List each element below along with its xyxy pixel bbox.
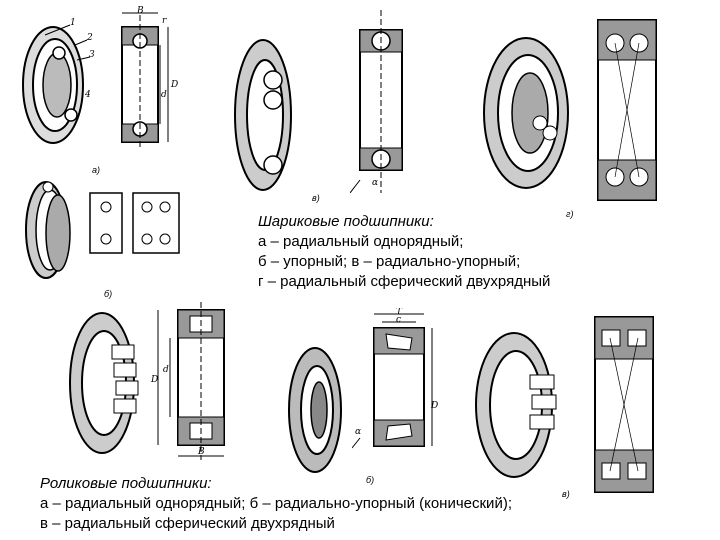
roller-spherical-section-figure xyxy=(590,312,660,497)
roller-radial-perspective-figure xyxy=(62,305,152,460)
ball-bearings-line-3: г – радиальный сферический двухрядный xyxy=(258,273,551,290)
label-r: r xyxy=(162,16,167,26)
label-alpha: α xyxy=(372,178,378,188)
roller-label-D2: D xyxy=(430,401,438,411)
ball-radial-perspective-figure: 1 2 3 4 xyxy=(15,15,95,150)
ball-spherical-perspective-figure xyxy=(478,28,583,193)
roller-label-T: T xyxy=(396,308,403,317)
roller-label-alpha: α xyxy=(355,427,361,437)
label-2: 2 xyxy=(86,33,93,43)
roller-radial-section-figure: D d B xyxy=(150,300,240,465)
fig-label-v2: в) xyxy=(562,489,570,499)
ball-angular-section-figure: α xyxy=(350,5,415,195)
ball-thrust-perspective-figure xyxy=(18,175,78,285)
fig-label-b2: б) xyxy=(366,475,375,485)
roller-label-D: D xyxy=(150,375,158,385)
roller-tapered-section-figure: T c D α xyxy=(352,308,442,458)
fig-label-g: г) xyxy=(566,209,574,219)
label-B: B xyxy=(136,6,144,16)
roller-label-B: B xyxy=(197,447,205,457)
fig-label-a: а) xyxy=(92,165,101,175)
ball-angular-perspective-figure xyxy=(228,30,298,200)
label-1: 1 xyxy=(70,18,76,28)
label-d: d xyxy=(161,90,167,100)
ball-spherical-section-figure xyxy=(593,15,663,205)
label-3: 3 xyxy=(89,50,95,60)
roller-bearings-title: Роликовые подшипники: xyxy=(40,475,212,492)
ball-thrust-section-figure xyxy=(85,185,185,265)
fig-label-v: в) xyxy=(312,193,320,203)
ball-bearings-title: Шариковые подшипники: xyxy=(258,213,434,230)
roller-tapered-perspective-figure xyxy=(285,340,345,480)
fig-label-b: б) xyxy=(104,289,113,299)
roller-bearings-line-2: в – радиальный сферический двухрядный xyxy=(40,515,335,532)
label-D: D xyxy=(170,80,178,90)
ball-radial-section-figure: B r D d xyxy=(100,5,185,155)
roller-spherical-perspective-figure xyxy=(470,325,565,485)
label-4: 4 xyxy=(84,90,91,100)
ball-bearings-caption: Шариковые подшипники: а – радиальный одн… xyxy=(258,212,550,292)
ball-bearings-line-2: б – упорный; в – радиально-упорный; xyxy=(258,253,521,270)
roller-label-c: c xyxy=(396,315,401,325)
roller-bearings-caption: Роликовые подшипники: а – радиальный одн… xyxy=(40,474,512,534)
roller-label-d: d xyxy=(163,365,169,375)
ball-bearings-line-1: а – радиальный однорядный; xyxy=(258,233,464,250)
roller-bearings-line-1: а – радиальный однорядный; б – радиально… xyxy=(40,495,512,512)
